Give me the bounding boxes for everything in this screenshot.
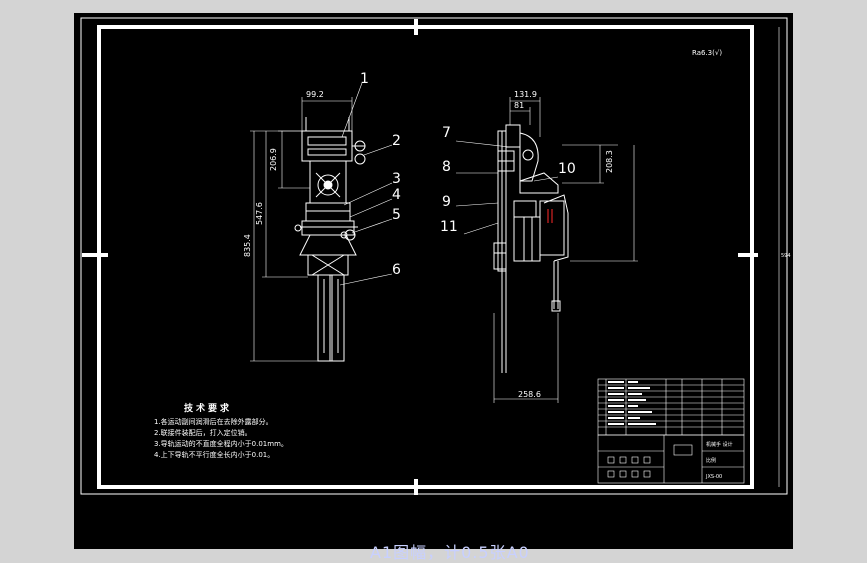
dim-front-top-width: 99.2: [306, 90, 324, 99]
parts-list-entries: [608, 381, 656, 425]
tech-requirement-3: 3.导轨运动的不直度全程内小于0.01mm。: [154, 439, 288, 448]
dim-front-upper-height: 206.9: [269, 148, 278, 171]
part-label-10: 10: [558, 161, 576, 177]
dim-side-inner-width: 81: [514, 101, 524, 110]
title-block-code: JXS-00: [705, 474, 722, 480]
dim-side-base-width: 258.6: [518, 390, 541, 399]
part-label-4: 4: [392, 187, 401, 203]
tech-requirement-1: 1.各运动副间润滑后在去除外露部分。: [154, 417, 273, 426]
sheet-caption: A1图幅，计0.5张A0: [370, 543, 530, 562]
side-view: [493, 124, 569, 373]
dim-side-top-width: 131.9: [514, 90, 537, 99]
side-view-red-marks: [547, 209, 553, 223]
tech-requirements-title: 技术要求: [184, 402, 232, 414]
part-label-2: 2: [392, 133, 401, 149]
side-view-leaders: [455, 140, 559, 235]
front-view-dimensions: [250, 97, 353, 362]
part-label-1: 1: [360, 71, 369, 87]
parts-list-table: [597, 378, 745, 436]
tech-requirement-4: 4.上下导轨不平行度全长内小于0.01。: [154, 450, 274, 459]
overall-height-text: 594: [781, 253, 791, 259]
part-label-7: 7: [442, 125, 451, 141]
corner-note: Ra6.3(√): [692, 49, 722, 57]
part-label-11: 11: [440, 219, 458, 235]
side-view-dimensions: [493, 97, 638, 403]
part-label-9: 9: [442, 194, 451, 210]
title-block-scale: 比例: [706, 457, 716, 464]
drawing-viewport[interactable]: 594 Ra6.3(√): [74, 13, 793, 562]
dim-front-total-height: 835.4: [243, 234, 252, 257]
center-mark-left: [82, 253, 108, 257]
tech-requirement-2: 2.联接件装配后，打入定位销。: [154, 428, 252, 437]
title-block: [597, 434, 745, 484]
part-label-3: 3: [392, 171, 401, 187]
sheet-outer-border: [80, 17, 788, 495]
title-block-name: 机械手 设计: [706, 441, 733, 448]
part-label-5: 5: [392, 207, 401, 223]
dim-front-mid-height: 547.6: [255, 202, 264, 225]
cad-drawing: 594 Ra6.3(√): [80, 17, 791, 495]
front-view-leaders: [339, 82, 393, 286]
part-label-8: 8: [442, 159, 451, 175]
center-mark-top: [414, 19, 418, 35]
part-label-6: 6: [392, 262, 401, 278]
front-view: [294, 117, 366, 362]
center-mark-right: [738, 253, 758, 257]
dim-side-upper-height: 208.3: [605, 150, 614, 173]
center-mark-bottom: [414, 479, 418, 495]
